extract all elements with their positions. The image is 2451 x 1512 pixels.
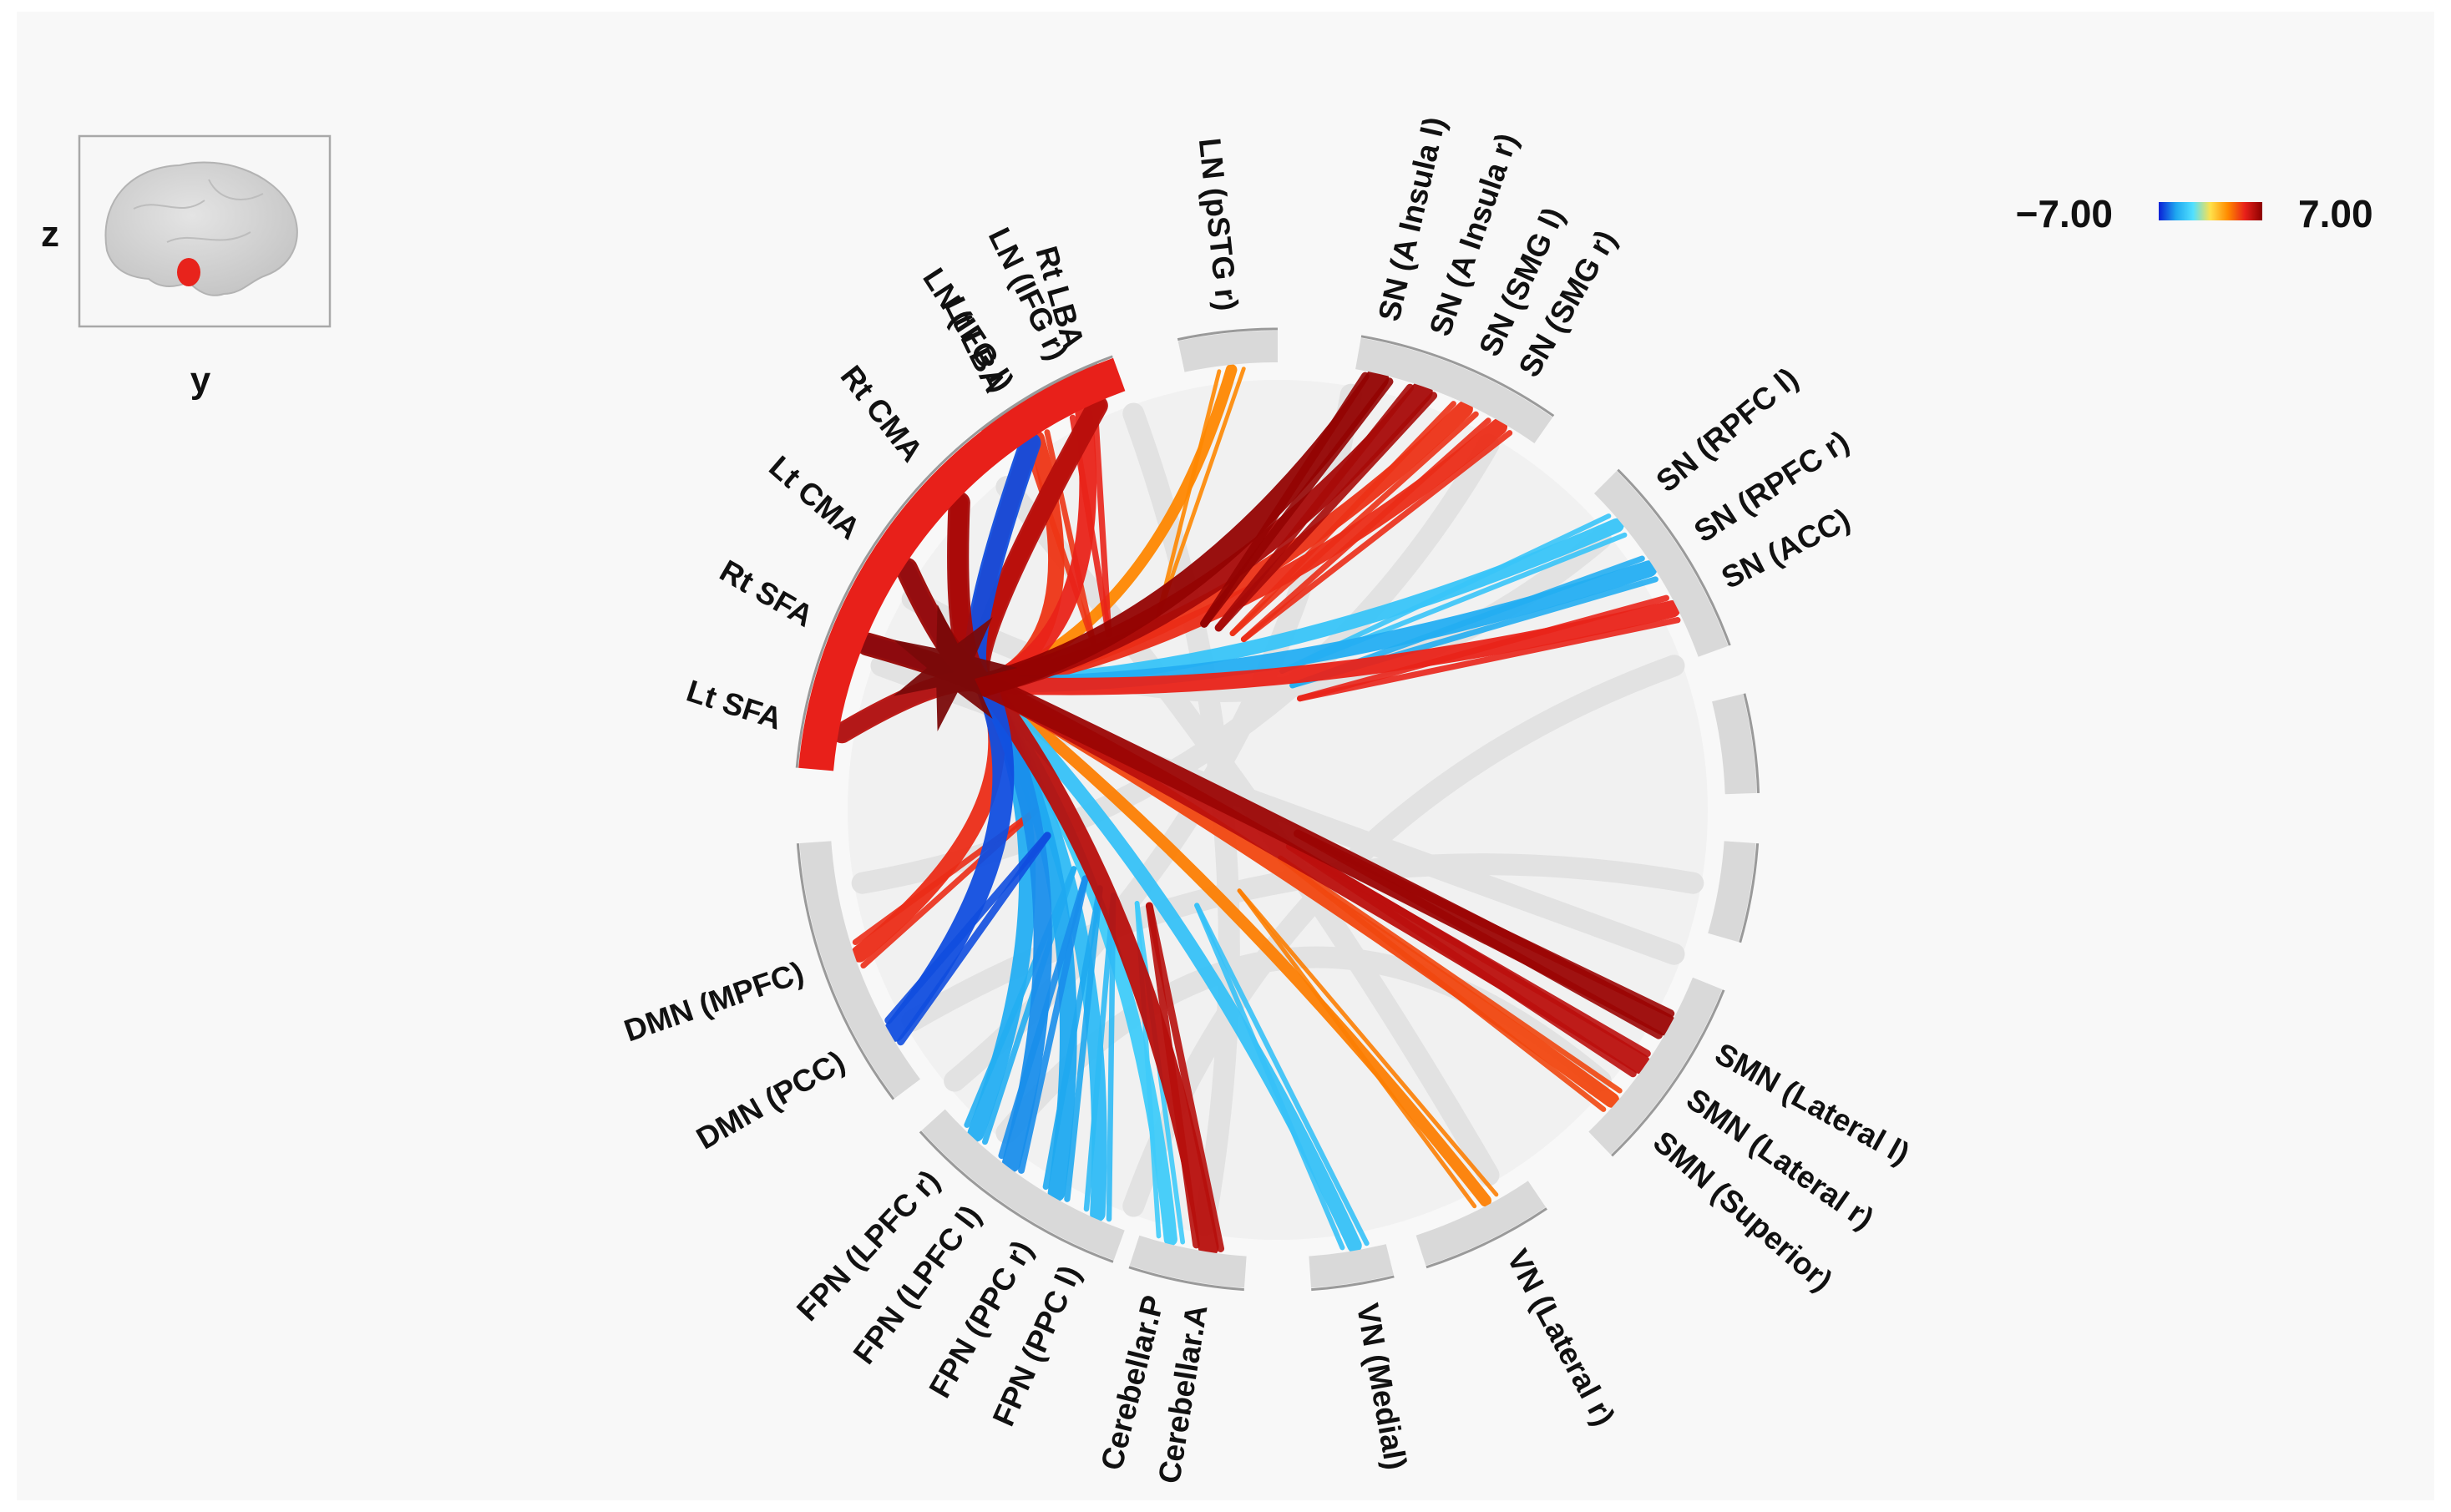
fpn-arc-rim [919,1130,1114,1263]
ribbon-fan-fpn-lpfc-l [998,875,1089,1160]
ribbon-cerebellar-a [969,395,1219,1257]
colorbar: −7.00 7.00 [2016,192,2373,235]
sn-rpfc-acc-arc [1593,471,1729,657]
node-label-dmn-mpfc: DMN (MPFC) [620,955,808,1049]
seed-label-lt-lba: Lt LBA [938,291,1013,397]
ribbon-fan-fpn-ppc-r [1064,885,1103,1202]
empty-arc-2-rim [1739,843,1760,943]
ribbon-fan-fpn-ppc-r [1042,885,1103,1191]
smn-arc-rim [1611,989,1725,1157]
colorbar-min-label: −7.00 [2016,192,2113,235]
vn-medial-arc [1309,1244,1394,1288]
vn-lateral-arc [1415,1181,1547,1266]
seed-label-lt-sfa: Lt SFA [682,674,786,736]
ribbon-fan-fpn-ppc-l [1083,892,1117,1212]
colorbar-bar [2159,202,2262,220]
smn-arc [1588,977,1723,1155]
ribbon-fan-sn-a-insula-r [1214,392,1438,632]
empty-arc-1 [1712,694,1757,795]
ribbon-fan-dmn-pcc [884,832,1051,1024]
ribbon-fan-ln-ifg-l [1023,442,1096,646]
sn-rpfc-acc-arc-rim [1617,468,1731,646]
ribbon-fan-smn-superior [1278,855,1607,1112]
vn-medial-arc-rim [1311,1275,1395,1292]
node-label-vn-medial: VN (Medial) [1350,1301,1413,1473]
seed-label-rt-cma: Rt CMA [834,359,930,468]
node-label-ln-pstg-r: LN (pSTG r) [1193,136,1244,312]
ribbon-fan-vn-medial [1194,903,1345,1251]
brain-inset: z y [41,134,332,401]
sn-insula-smg-arc [1355,337,1553,444]
cerebellar-arc [1129,1235,1247,1288]
connection-ribbons [831,364,1681,1257]
ribbon-fan-sn-smg-r [1240,430,1513,643]
ribbon-fan-sn-smg-r [1240,417,1491,643]
dmn-arc [799,841,920,1099]
ribbon-fan-smn-superior [1278,855,1623,1094]
node-arcs [795,327,1760,1292]
empty-arc-1-rim [1743,693,1760,793]
seed-label-lt-cma: Lt CMA [762,449,867,546]
ribbon-fan-dmn-mpfc [852,807,1039,945]
seed-marker-icon [177,258,200,286]
vn-lateral-arc-rim [1426,1207,1547,1269]
dmn-arc-rim [796,843,895,1100]
ribbon-fan-cerebellar-p [1134,901,1162,1239]
ln-pstg-arc [1177,330,1279,372]
ribbon-fan-sn-acc [1297,617,1681,702]
ribbon-fan-smn-lateral-r [1286,842,1637,1078]
seed-hub-icon [893,604,1017,731]
axis-label-y: y [190,360,211,401]
seed-arc-rim [795,355,1113,768]
ln-pstg-arc-rim [1177,327,1279,341]
ribbon-fan-ln-ifg-r [1091,403,1112,638]
empty-arc-2 [1708,841,1756,943]
brain-icon [104,161,298,296]
ribbon-fan-vn-lateral-r [1237,888,1477,1209]
colorbar-max-label: 7.00 [2298,192,2373,235]
ribbon-fan-vn-lateral-r [1237,888,1499,1197]
ribbon-fan-sn-acc [1297,594,1669,702]
seed-arc [798,357,1126,771]
cerebellar-arc-rim [1128,1266,1244,1292]
ribbon-fan-smn-lateral-l [1294,829,1663,1039]
fpn-arc [921,1109,1125,1261]
brain-sulci [133,179,264,243]
ribbon-fan-cerebellar-a [1145,902,1200,1249]
sn-insula-smg-arc-rim [1360,335,1555,417]
seed-label-rt-sfa: Rt SFA [714,554,819,634]
ribbon-fan-dmn-mpfc [860,807,1039,968]
axis-label-z: z [41,214,59,255]
node-label-dmn-pcc: DMN (PCC) [691,1044,850,1155]
ribbon-fan-ln-ifg-l [1044,429,1096,646]
ribbon-fan-sn-smg-l [1229,401,1456,637]
ribbon-fan-vn-medial [1194,903,1370,1247]
ribbon-fan-fpn-ppc-l [1106,892,1117,1222]
node-label-vn-lateral-r: VN (Lateral r) [1501,1244,1622,1431]
ribbon-fan-sn-a-insula-l [1200,377,1394,628]
